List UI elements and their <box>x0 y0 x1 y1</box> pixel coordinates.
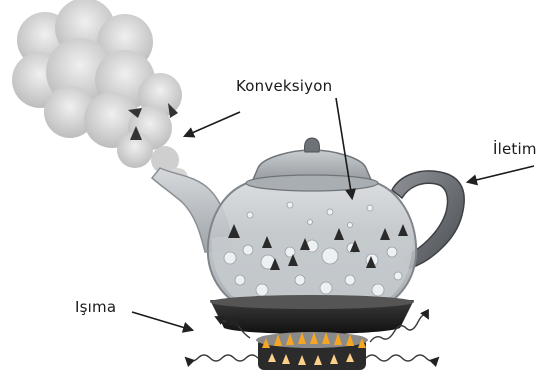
label-convection: Konveksiyon <box>236 77 332 95</box>
steam-cloud <box>12 0 188 188</box>
lid-knob <box>304 138 319 152</box>
callout-arrow-isima <box>132 312 192 330</box>
label-radiation: Işıma <box>75 298 116 316</box>
lid-rim <box>246 175 378 191</box>
stove-burner <box>210 295 414 370</box>
callout-arrow-iletim <box>468 166 534 182</box>
label-conduction: İletim <box>493 140 537 158</box>
callout-arrow-konveksiyon-steam <box>185 112 240 136</box>
